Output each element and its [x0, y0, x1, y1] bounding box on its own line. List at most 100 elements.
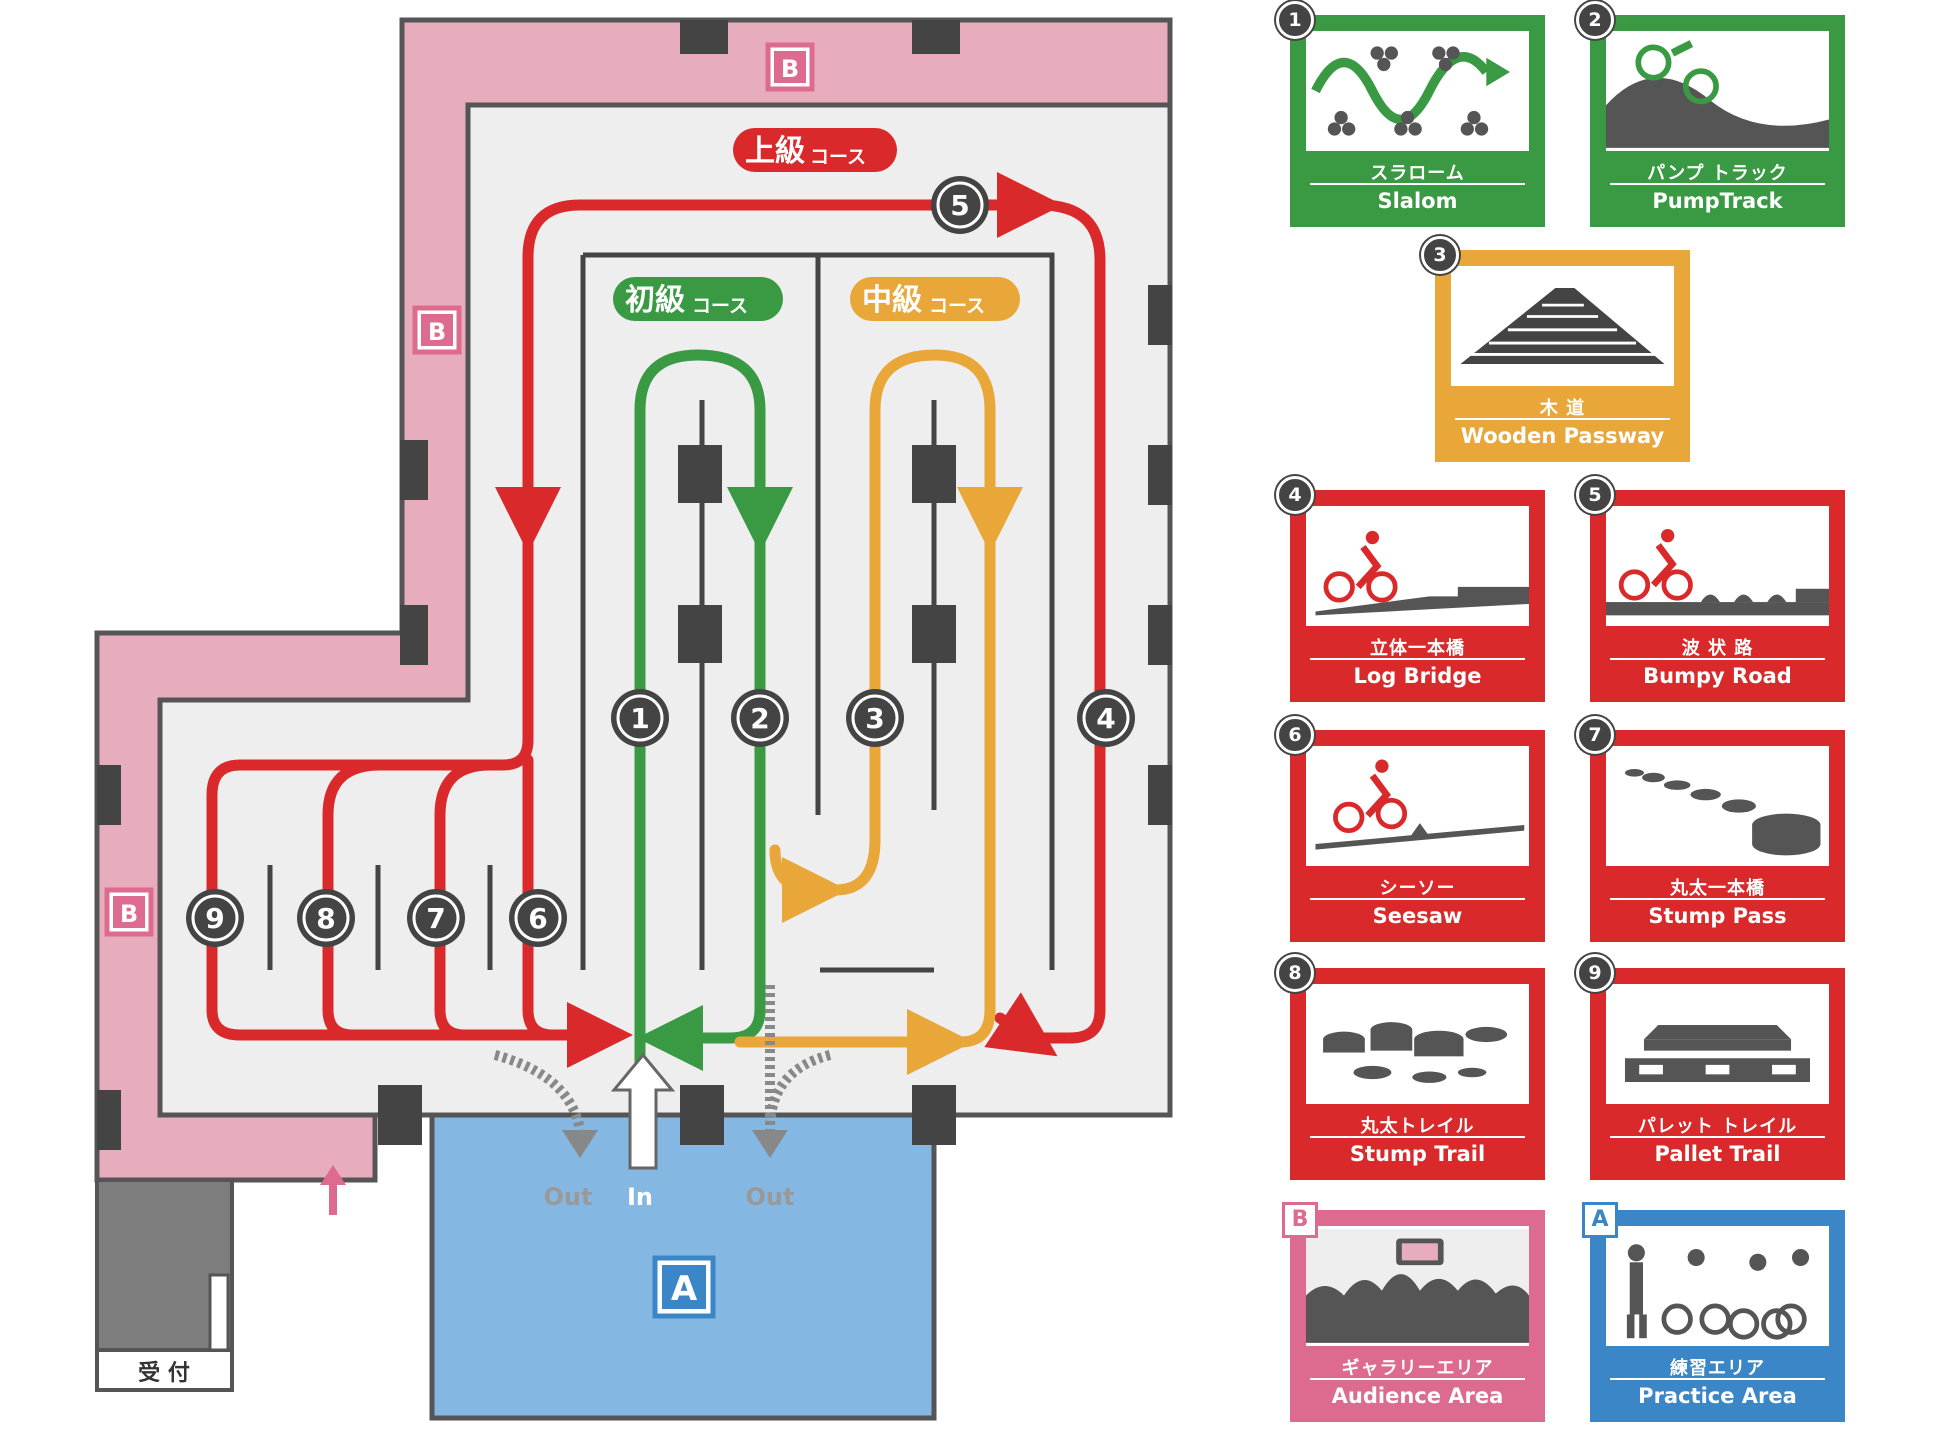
station-marker-9: 9	[186, 889, 244, 947]
station-number: 8	[316, 902, 335, 935]
svg-text:B: B	[781, 55, 799, 83]
legend-card-wooden-passway: 木 道 Wooden Passway 3	[1421, 236, 1690, 462]
stump-trail-icon	[1306, 984, 1529, 1104]
station-marker-6: 6	[509, 889, 567, 947]
station-marker-7: 7	[407, 889, 465, 947]
svg-text:コース: コース	[692, 295, 748, 317]
station-marker-2: 2	[731, 689, 789, 747]
intermediate-course-label: 中級 コース	[850, 277, 1020, 321]
zone-b-tag-left: B	[104, 887, 154, 937]
legend-card-jp-label: パレット トレイル	[1637, 1116, 1798, 1137]
out-label-right: Out	[746, 1183, 795, 1211]
station-number: 4	[1096, 702, 1115, 735]
svg-text:初級: 初級	[625, 283, 685, 318]
bumpy-road-icon	[1606, 506, 1829, 626]
slalom-icon	[1306, 31, 1529, 151]
legend-card-stump-pass: 丸太一本橋 Stump Pass 7	[1576, 716, 1845, 942]
legend-card-jp-label: ギャラリーエリア	[1341, 1358, 1494, 1379]
exit-arrowheads	[562, 1130, 788, 1158]
station-number: 6	[528, 902, 547, 935]
station-marker-8: 8	[297, 889, 355, 947]
svg-text:コース: コース	[810, 146, 866, 168]
legend-card-jp-label: パンプ トラック	[1647, 163, 1788, 184]
entrance-arrow	[610, 1052, 676, 1170]
audience-entry-arrow	[320, 1165, 346, 1215]
legend-card-divider	[1310, 898, 1525, 900]
station-marker-1: 1	[611, 689, 669, 747]
svg-text:上級: 上級	[745, 134, 805, 169]
station-number: 7	[426, 902, 445, 935]
svg-text:A: A	[671, 1269, 698, 1309]
legend-card-jp-label: 波 状 路	[1681, 638, 1754, 659]
legend-card-en-label: Bumpy Road	[1643, 664, 1792, 688]
pumptrack-icon	[1606, 31, 1829, 151]
zone-a-tag: A	[652, 1255, 716, 1319]
legend-card-jp-label: 丸太一本橋	[1670, 878, 1765, 899]
legend-card-number: B	[1282, 1202, 1318, 1238]
legend-card-number: 5	[1576, 476, 1614, 514]
station-number: 2	[750, 702, 769, 735]
exit-arrows	[493, 985, 832, 1132]
station-number: 9	[205, 902, 224, 935]
legend-card-en-label: Slalom	[1377, 189, 1458, 213]
legend-card-jp-label: 立体一本橋	[1370, 638, 1465, 659]
station-marker-5: 5	[931, 176, 989, 234]
svg-text:B: B	[120, 900, 138, 928]
legend-card-en-label: Seesaw	[1372, 904, 1463, 928]
legend-card-stump-trail: 丸太トレイル Stump Trail 8	[1276, 954, 1545, 1180]
advanced-course-route	[206, 172, 1106, 1068]
legend-card-number: A	[1582, 1202, 1618, 1238]
legend-card-en-label: Wooden Passway	[1460, 424, 1665, 448]
legend-card-jp-label: スラローム	[1370, 163, 1465, 184]
legend-card-divider	[1610, 183, 1825, 185]
legend-card-jp-label: 丸太トレイル	[1360, 1116, 1475, 1137]
legend-card-en-label: Pallet Trail	[1654, 1142, 1781, 1166]
seesaw-icon	[1306, 746, 1529, 866]
legend-card-en-label: Stump Trail	[1349, 1142, 1486, 1166]
legend-card-jp-label: 木 道	[1539, 398, 1586, 419]
beginner-course-route	[634, 349, 793, 1086]
legend-card-number: 1	[1276, 1, 1314, 39]
pallet-trail-icon	[1606, 984, 1829, 1104]
zone-b-tag-top: B	[765, 42, 815, 92]
legend-card-divider	[1310, 1378, 1525, 1380]
legend-card-divider	[1610, 898, 1825, 900]
station-number: 5	[950, 189, 969, 222]
legend-card-en-label: Stump Pass	[1648, 904, 1787, 928]
legend-card-divider	[1455, 418, 1670, 420]
legend-card-slalom: スラローム Slalom 1	[1276, 1, 1545, 227]
legend-card-number: 3	[1421, 236, 1459, 274]
in-label: In	[627, 1183, 653, 1211]
legend-card-number: 6	[1276, 716, 1314, 754]
reception-label: 受 付	[138, 1360, 190, 1386]
beginner-course-label: 初級 コース	[613, 277, 783, 321]
advanced-course-label: 上級 コース	[733, 128, 897, 172]
legend-card-divider	[1310, 658, 1525, 660]
legend-card-divider	[1610, 658, 1825, 660]
legend-card-number: 8	[1276, 954, 1314, 992]
legend-card-seesaw: シーソー Seesaw 6	[1276, 716, 1545, 942]
svg-text:コース: コース	[929, 295, 985, 317]
legend-card-bumpy-road: 波 状 路 Bumpy Road 5	[1576, 476, 1845, 702]
station-marker-4: 4	[1077, 689, 1135, 747]
station-number: 1	[630, 702, 649, 735]
audience-icon	[1306, 1226, 1529, 1346]
log-bridge-icon	[1306, 506, 1529, 626]
legend-card-number: 4	[1276, 476, 1314, 514]
legend-card-en-label: PumpTrack	[1652, 189, 1783, 213]
legend-card-jp-label: 練習エリア	[1670, 1358, 1765, 1379]
svg-text:中級: 中級	[862, 283, 922, 318]
svg-text:B: B	[428, 318, 446, 346]
out-label-left: Out	[544, 1183, 593, 1211]
stump-pass-icon	[1606, 746, 1829, 866]
legend-card-number: 7	[1576, 716, 1614, 754]
zone-b-tag-middle: B	[412, 305, 462, 355]
legend-card-en-label: Practice Area	[1638, 1384, 1797, 1408]
legend-card-jp-label: シーソー	[1379, 878, 1456, 899]
legend-card-divider	[1610, 1378, 1825, 1380]
